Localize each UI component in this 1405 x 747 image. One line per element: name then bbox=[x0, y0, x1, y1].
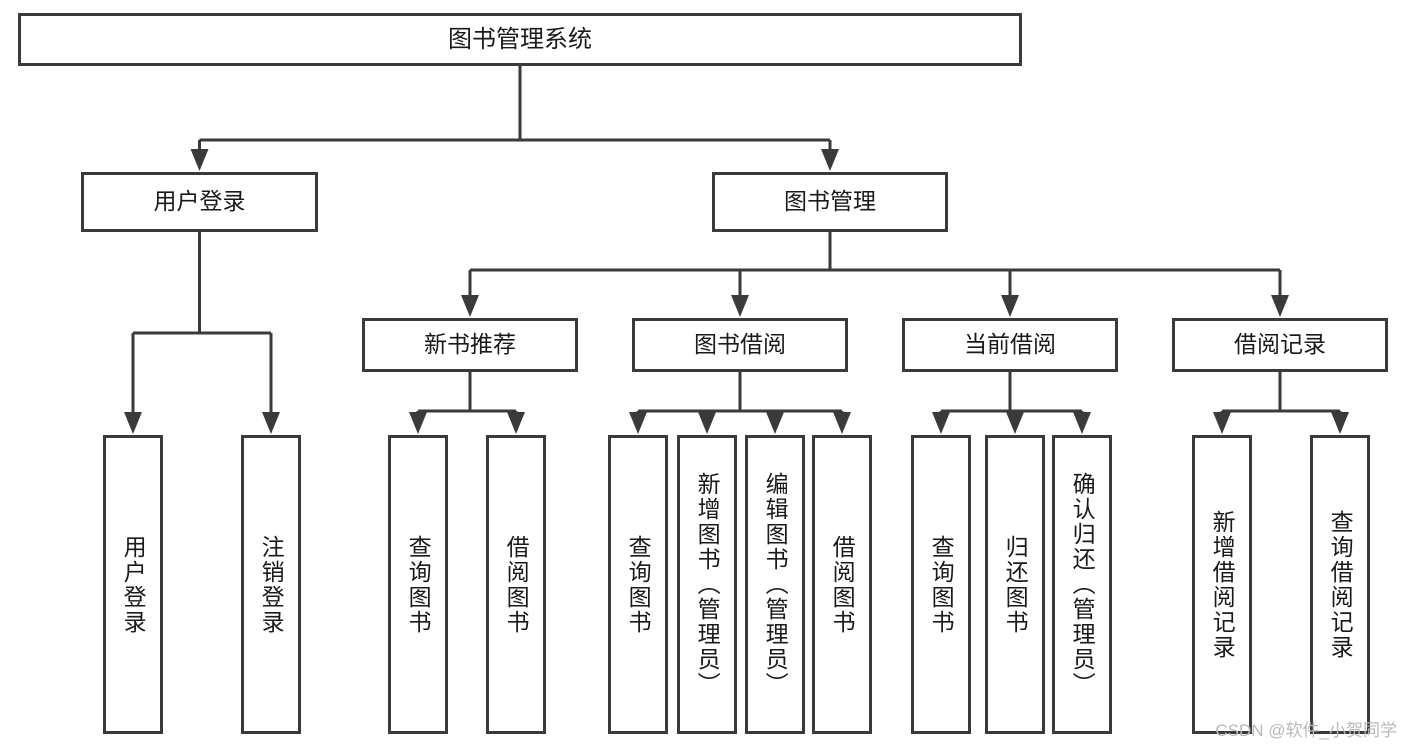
node-leaf-confirm-return[interactable] bbox=[1052, 435, 1112, 734]
node-label-user-login: 用户登录 bbox=[154, 188, 246, 214]
node-borrow-record[interactable] bbox=[1172, 318, 1388, 372]
arrow-to-leaf-logout-login bbox=[262, 412, 280, 434]
node-label-new-book-recommend: 新书推荐 bbox=[424, 331, 516, 357]
node-leaf-query-record[interactable] bbox=[1310, 435, 1370, 734]
node-leaf-user-login[interactable] bbox=[103, 435, 163, 734]
node-label-book-borrow: 图书借阅 bbox=[694, 331, 786, 357]
arrow-to-new-book-recommend bbox=[461, 295, 479, 317]
node-user-login[interactable] bbox=[81, 172, 318, 232]
node-book-borrow[interactable] bbox=[632, 318, 848, 372]
node-box-layer bbox=[18, 13, 1388, 734]
node-label-borrow-record: 借阅记录 bbox=[1234, 331, 1326, 357]
arrow-to-leaf-add-book bbox=[698, 412, 716, 434]
arrow-to-leaf-add-record bbox=[1213, 412, 1231, 434]
node-leaf-query-book-1[interactable] bbox=[388, 435, 448, 734]
arrow-to-user-login bbox=[190, 149, 209, 171]
arrow-to-leaf-borrow-book-1 bbox=[507, 412, 525, 434]
node-leaf-return-book[interactable] bbox=[985, 435, 1045, 734]
node-label-undefined: 图书管理系统 bbox=[448, 26, 592, 53]
node-leaf-logout-login[interactable] bbox=[241, 435, 301, 734]
arrow-to-leaf-confirm-return bbox=[1073, 412, 1091, 434]
arrow-to-leaf-borrow-book-2 bbox=[833, 412, 851, 434]
arrow-to-leaf-query-record bbox=[1331, 412, 1349, 434]
node-undefined[interactable] bbox=[18, 13, 1022, 66]
arrow-to-current-borrow bbox=[1001, 295, 1019, 317]
arrow-to-book-borrow bbox=[731, 295, 749, 317]
connector-layer bbox=[124, 66, 1349, 434]
node-leaf-edit-book[interactable] bbox=[745, 435, 805, 734]
arrow-to-leaf-return-book bbox=[1006, 412, 1024, 434]
node-current-borrow[interactable] bbox=[902, 318, 1118, 372]
node-label-book-management: 图书管理 bbox=[784, 188, 876, 214]
node-leaf-borrow-book-1[interactable] bbox=[486, 435, 546, 734]
node-book-management[interactable] bbox=[712, 172, 948, 232]
arrow-to-leaf-query-book-2 bbox=[629, 412, 647, 434]
node-leaf-add-book[interactable] bbox=[677, 435, 737, 734]
node-leaf-query-book-3[interactable] bbox=[911, 435, 971, 734]
arrow-to-leaf-query-book-1 bbox=[409, 412, 427, 434]
node-leaf-query-book-2[interactable] bbox=[608, 435, 668, 734]
arrow-to-leaf-user-login bbox=[124, 412, 142, 434]
arrow-to-leaf-query-book-3 bbox=[932, 412, 950, 434]
node-label-current-borrow: 当前借阅 bbox=[964, 331, 1056, 357]
arrow-to-leaf-edit-book bbox=[766, 412, 784, 434]
node-new-book-recommend[interactable] bbox=[362, 318, 578, 372]
arrow-to-borrow-record bbox=[1271, 295, 1289, 317]
node-leaf-add-record[interactable] bbox=[1192, 435, 1252, 734]
node-leaf-borrow-book-2[interactable] bbox=[812, 435, 872, 734]
arrow-to-book-management bbox=[821, 149, 839, 171]
